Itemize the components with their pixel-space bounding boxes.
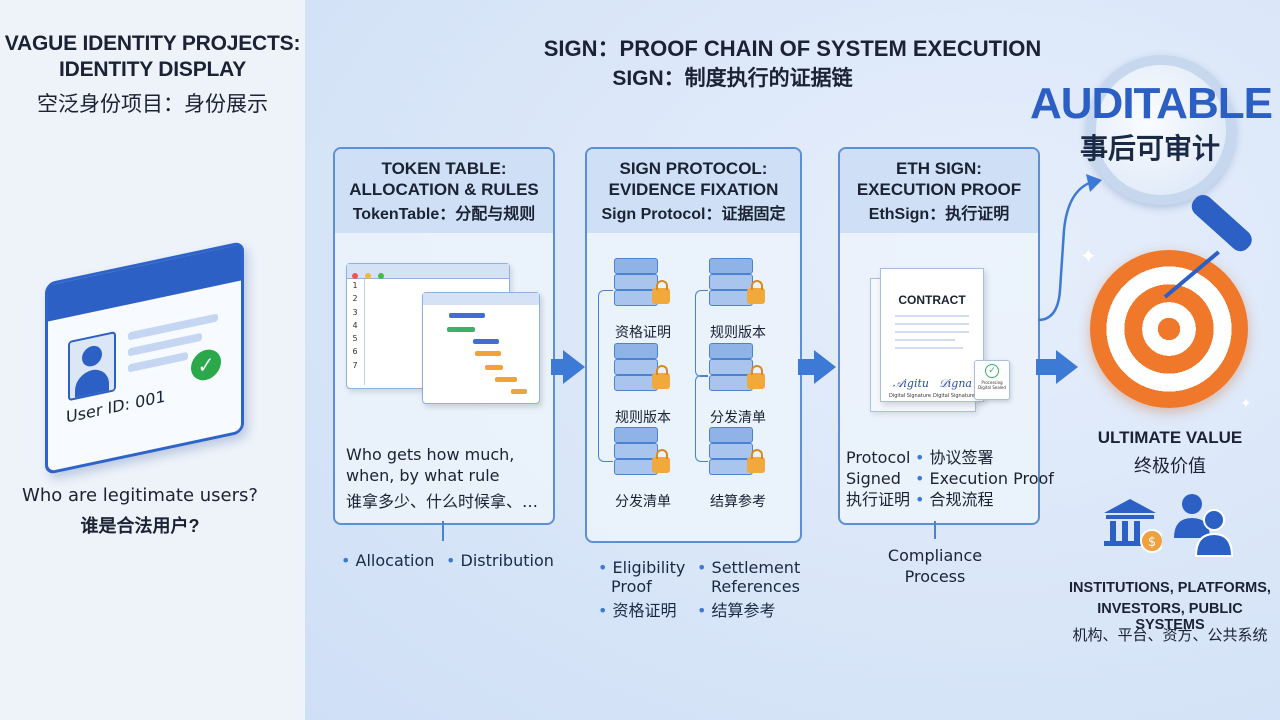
row-number: 2	[352, 294, 358, 304]
token-table-desc-cn: 谁拿多少、什么时候拿、…	[346, 492, 539, 511]
node-label: 分发清单	[615, 494, 671, 510]
people-icon	[1174, 494, 1234, 557]
row-number: 7	[352, 360, 358, 370]
ultimate-title: ULTIMATE VALUE	[1097, 428, 1243, 447]
left-question-en: Who are legitimate users?	[22, 485, 258, 506]
node-label: 规则版本	[710, 325, 766, 341]
bullet-settlement-cn: • 结算参考	[697, 601, 776, 620]
token-table-title-line2: ALLOCATION & RULES	[349, 180, 539, 199]
bullet-distribution: • Distribution	[446, 551, 554, 570]
row-number: 4	[352, 320, 358, 330]
parties-cn: 机构、平台、资方、公共系统	[1072, 626, 1268, 644]
row-number: 6	[352, 347, 358, 357]
page-subtitle: SIGN：制度执行的证据链	[612, 67, 853, 90]
eth-sign-title-line2: EXECUTION PROOF	[856, 180, 1022, 199]
parties-line1: INSTITUTIONS, PLATFORMS,	[1069, 580, 1271, 596]
row-number: 5	[352, 334, 358, 344]
eth-sign-title-line1: ETH SIGN:	[896, 159, 982, 178]
arrow-right-icon	[814, 350, 836, 384]
bullet-eligibility-line2: Proof	[611, 577, 652, 596]
eth-sign-title-cn: EthSign：执行证明	[868, 206, 1010, 223]
seal-icon: ✓ Processing Digital Sealed	[974, 360, 1010, 400]
bullet-eligibility-cn: • 资格证明	[598, 601, 677, 620]
bank-icon: $	[1104, 499, 1162, 553]
database-icon	[614, 427, 658, 479]
sparkle-icon: ✦	[1240, 396, 1252, 412]
lock-icon	[652, 449, 670, 473]
database-icon	[614, 343, 658, 395]
lock-icon	[747, 280, 765, 304]
ultimate-cn: 终极价值	[1134, 456, 1206, 477]
eth-sign-col-right: • 协议签署 • Execution Proof • 合规流程	[915, 448, 1054, 509]
node-label: 分发清单	[710, 410, 766, 426]
bullet-settlement-line2: References	[711, 577, 800, 596]
sign-protocol-title-line1: SIGN PROTOCOL:	[619, 159, 768, 178]
lock-icon	[747, 365, 765, 389]
left-title-cn: 空泛身份项目：身份展示	[37, 92, 268, 116]
lock-icon	[747, 449, 765, 473]
token-table-desc-line2: when, by what rule	[346, 466, 500, 485]
arrow-up-icon	[1037, 174, 1102, 322]
check-icon: ✓	[191, 346, 221, 384]
sign-protocol-title-line2: EVIDENCE FIXATION	[608, 180, 779, 199]
arrow-right-icon	[563, 350, 585, 384]
left-title-line1: VAGUE IDENTITY PROJECTS:	[4, 32, 301, 55]
lock-icon	[652, 280, 670, 304]
eth-sign-footer-line1: Compliance	[887, 546, 983, 565]
database-icon	[709, 258, 753, 310]
eth-sign-col-left: Protocol Signed 执行证明	[846, 448, 911, 509]
node-label: 规则版本	[615, 410, 671, 426]
arrow-right-icon	[1056, 350, 1078, 384]
sign-protocol-section	[585, 147, 802, 543]
node-label: 结算参考	[710, 494, 766, 510]
auditable-title: AUDITABLE	[1030, 79, 1273, 128]
database-icon	[709, 343, 753, 395]
bullet-allocation: • Allocation	[341, 551, 435, 570]
avatar-icon	[68, 331, 116, 402]
token-table-title-line1: TOKEN TABLE:	[381, 159, 507, 178]
sparkle-icon: ✦	[1080, 244, 1097, 268]
row-number: 3	[352, 307, 358, 317]
svg-text:$: $	[1148, 535, 1156, 550]
eth-sign-footer-line2: Process	[904, 567, 966, 586]
token-table-title-cn: TokenTable：分配与规则	[352, 206, 536, 223]
gantt-chart-icon	[422, 292, 540, 404]
left-title-line2: IDENTITY DISPLAY	[58, 58, 246, 81]
target-icon	[1090, 250, 1248, 408]
contract-document-icon: CONTRACT 𝒜igitu 𝒟igna Digital Signature …	[880, 268, 984, 402]
bullet-settlement: • Settlement	[697, 558, 801, 577]
bullet-eligibility: • Eligibility	[598, 558, 686, 577]
page-title: SIGN：PROOF CHAIN OF SYSTEM EXECUTION	[543, 36, 1042, 61]
sign-protocol-title-cn: Sign Protocol：证据固定	[601, 206, 786, 223]
node-label: 资格证明	[615, 325, 671, 341]
magnifier-icon	[1086, 55, 1236, 205]
parties-line2: INVESTORS, PUBLIC SYSTEMS	[1097, 601, 1243, 633]
database-icon	[614, 258, 658, 310]
auditable-cn: 事后可审计	[1079, 133, 1220, 164]
left-question-cn: 谁是合法用户?	[80, 516, 200, 536]
database-icon	[709, 427, 753, 479]
row-number: 1	[352, 281, 358, 290]
token-table-desc-line1: Who gets how much,	[346, 445, 515, 464]
lock-icon	[652, 365, 670, 389]
